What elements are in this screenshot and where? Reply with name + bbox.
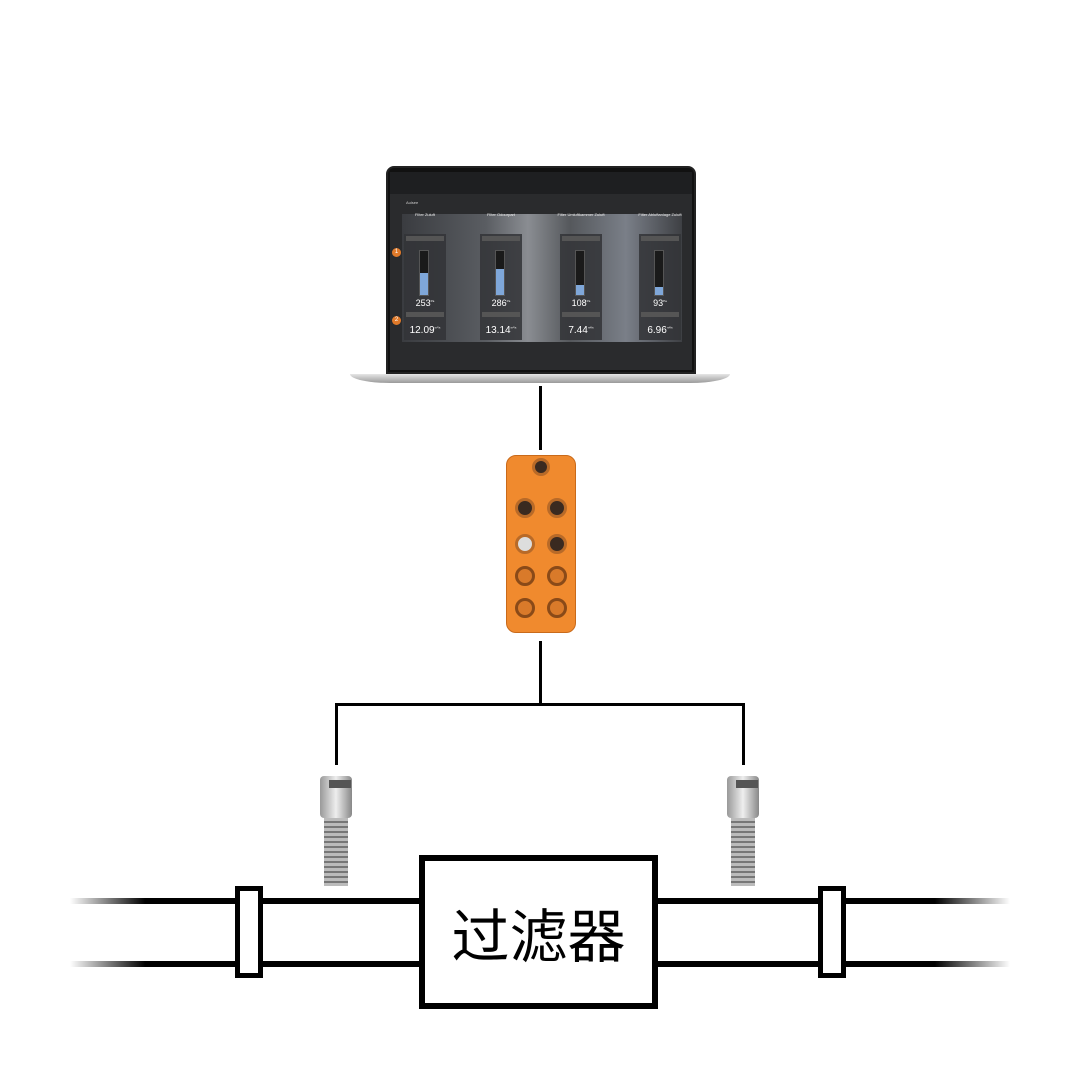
port [515,566,535,586]
port [515,498,535,518]
io-link-master [506,455,576,633]
port [547,498,567,518]
top-bar [390,172,692,194]
flow-value: 13.14m³/s [485,325,517,336]
card-header [641,236,679,241]
laptop-base [350,374,730,383]
card-header [406,236,444,241]
dashboard-screen: Aulsee Filter Zuluft 253Pa 12.09m³/s Fil… [390,172,692,370]
pressure-sensor-right [723,776,763,886]
flow-label-bar [641,312,679,317]
level-bar [419,250,429,296]
connection-line [335,703,338,765]
flow-label-bar [562,312,600,317]
card-title: Filter Abluftanlage Zuluft [638,212,682,217]
card-title: Filter Odourpart [486,212,515,217]
port [547,566,567,586]
flow-value: 6.96m³/s [647,325,673,336]
level-fill [576,285,584,295]
filter-box: 过滤器 [419,855,658,1009]
card-header [482,236,520,241]
flow-value: 7.44m³/s [568,325,594,336]
badge-2: 2 [392,316,401,325]
connection-line [539,386,542,450]
connection-line [539,641,542,705]
level-fill [496,269,504,295]
filter-card[interactable]: Filter Umluftkammer Zuluft 108Pa 7.44m³/… [557,212,605,340]
level-fill [655,287,663,295]
connection-line [335,703,745,706]
pressure-value: 286Pa [491,298,511,308]
port [547,534,567,554]
port [515,534,535,554]
filter-card[interactable]: Filter Odourpart 286Pa 13.14m³/s [480,212,522,340]
badge-1: 1 [392,248,401,257]
pressure-value: 93Pa [653,298,667,308]
dashboard-header: Aulsee [406,200,419,205]
level-fill [420,273,428,295]
filter-card[interactable]: Filter Zuluft 253Pa 12.09m³/s [404,212,446,340]
flow-label-bar [482,312,520,317]
connection-line [742,703,745,765]
port [532,458,550,476]
level-bar [575,250,585,296]
level-bar [654,250,664,296]
port [515,598,535,618]
card-title: Filter Umluftkammer Zuluft [557,212,605,217]
card-header [562,236,600,241]
filter-card[interactable]: Filter Abluftanlage Zuluft 93Pa 6.96m³/s [638,212,682,340]
pressure-value: 108Pa [571,298,591,308]
flange-right [818,886,846,978]
pressure-sensor-left [316,776,356,886]
flow-label-bar [406,312,444,317]
background-photo [402,214,682,342]
port [547,598,567,618]
pressure-value: 253Pa [415,298,435,308]
flange-left [235,886,263,978]
flow-value: 12.09m³/s [409,325,441,336]
level-bar [495,250,505,296]
card-title: Filter Zuluft [414,212,435,217]
